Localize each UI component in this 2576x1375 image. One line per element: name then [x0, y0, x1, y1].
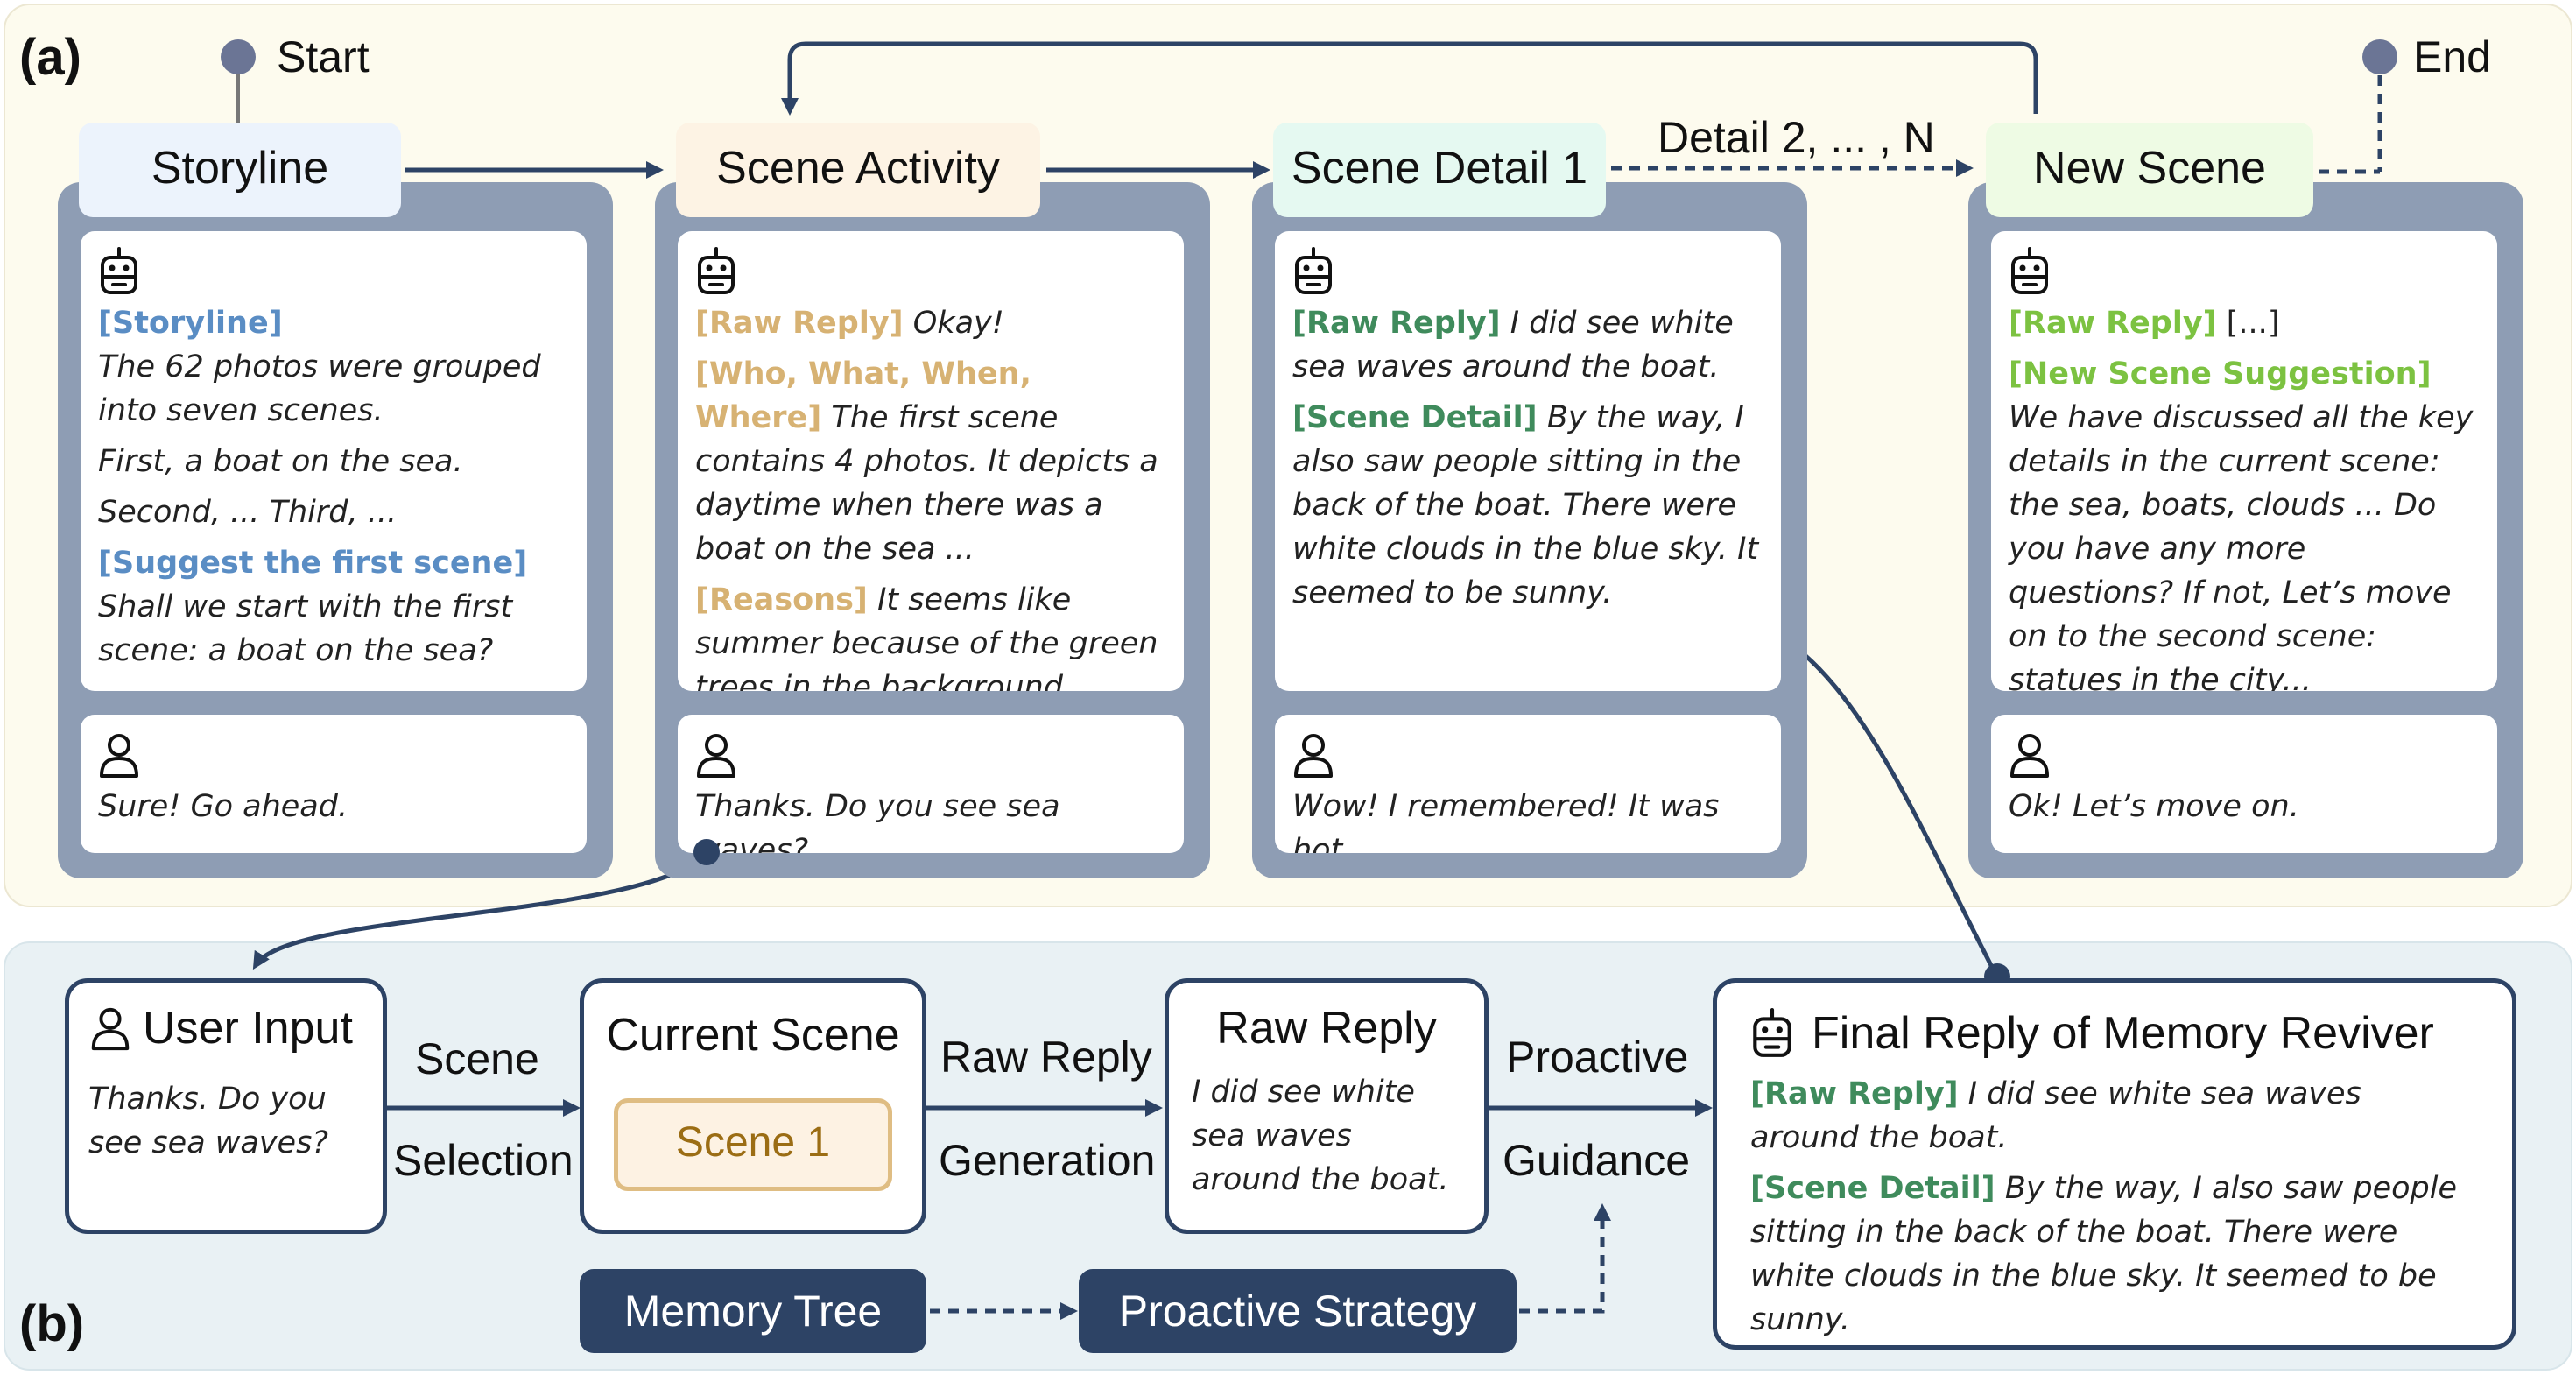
activity-title: Scene Activity: [676, 123, 1040, 217]
scene-selection-line1: Scene: [415, 1034, 539, 1083]
scene-detail-tag: [Scene Detail]: [1292, 400, 1538, 435]
proactive-guidance-line1: Proactive: [1506, 1033, 1689, 1082]
raw-reply-generation-line2: Generation: [939, 1136, 1156, 1185]
robot-icon: [695, 247, 737, 296]
detail-bot-card: [Raw Reply] I did see white sea waves ar…: [1275, 231, 1781, 691]
suggest-text: Shall we start with the first scene: a b…: [98, 589, 513, 668]
end-label: End: [2413, 32, 2491, 81]
end-dot: [2362, 39, 2397, 74]
storyline-title: Storyline: [79, 123, 401, 217]
scene-detail-tag: [Scene Detail]: [1750, 1171, 1995, 1206]
storyline-user-card: Sure! Go ahead.: [81, 715, 587, 853]
storyline-bot-card: [Storyline] The 62 photos were grouped i…: [81, 231, 587, 691]
raw-reply-title: Raw Reply: [1216, 1003, 1437, 1054]
reasons-text: It seems like summer because of the gree…: [695, 582, 1158, 691]
raw-reply-tag: [Raw Reply]: [695, 306, 904, 341]
raw-reply-text: I did see white sea waves around the boa…: [1192, 1075, 1449, 1197]
newscene-user-text: Ok! Let’s move on.: [2009, 789, 2299, 824]
raw-reply-tag: [Raw Reply]: [1750, 1076, 1959, 1111]
scene-1-chip: Scene 1: [614, 1098, 892, 1191]
activity-bot-card: [Raw Reply] Okay! [Who, What, When, Wher…: [678, 231, 1184, 691]
user-icon: [2009, 730, 2051, 779]
final-reply-title: Final Reply of Memory Reviver: [1812, 1008, 2434, 1059]
suggest-tag: [Suggest the first scene]: [98, 546, 528, 581]
current-scene-title: Current Scene: [606, 1010, 900, 1061]
scene-detail-text: By the way, I also saw people sitting in…: [1750, 1171, 2458, 1337]
user-input-text: Thanks. Do you see sea waves?: [88, 1082, 328, 1160]
storyline-user-text: Sure! Go ahead.: [98, 789, 348, 824]
storyline-second: Second, ... Third, ...: [98, 495, 398, 530]
user-icon: [695, 730, 737, 779]
panel-label-a: (a): [19, 29, 81, 86]
raw-reply-text: Okay!: [912, 306, 1004, 341]
raw-reply-text: [...]: [2226, 306, 2280, 341]
proactive-strategy-box: Proactive Strategy: [1079, 1269, 1517, 1353]
robot-icon: [98, 247, 140, 296]
user-input-box: User Input Thanks. Do you see sea waves?: [65, 978, 387, 1234]
detail-user-text: Wow! I remembered! It was hot...: [1292, 789, 1720, 853]
raw-reply-tag: [Raw Reply]: [1292, 306, 1501, 341]
newscene-bot-card: [Raw Reply] [...] [New Scene Suggestion]…: [1991, 231, 2497, 691]
user-input-title: User Input: [143, 1003, 353, 1054]
start-label: Start: [277, 32, 370, 81]
robot-icon: [1750, 1008, 1794, 1059]
newscene-title: New Scene: [1986, 123, 2313, 217]
user-icon: [98, 730, 140, 779]
scene-selection-line2: Selection: [393, 1136, 574, 1185]
proactive-guidance-line2: Guidance: [1503, 1136, 1691, 1185]
panel-label-b: (b): [19, 1295, 85, 1352]
raw-reply-box: Raw Reply I did see white sea waves arou…: [1165, 978, 1489, 1234]
raw-reply-text: I did see white sea waves around the boa…: [1750, 1076, 2361, 1155]
newscene-user-card: Ok! Let’s move on.: [1991, 715, 2497, 853]
raw-reply-generation-line1: Raw Reply: [940, 1033, 1152, 1082]
detail-loop-label: Detail 2, ... , N: [1658, 113, 1935, 162]
final-reply-box: Final Reply of Memory Reviver [Raw Reply…: [1713, 978, 2516, 1350]
user-icon: [1292, 730, 1334, 779]
storyline-tag: [Storyline]: [98, 306, 283, 341]
memory-tree-box: Memory Tree: [580, 1269, 926, 1353]
www-text: The first scene contains 4 photos. It de…: [695, 400, 1158, 567]
reasons-tag: [Reasons]: [695, 582, 868, 617]
robot-icon: [2009, 247, 2051, 296]
raw-reply-tag: [Raw Reply]: [2009, 306, 2217, 341]
user-icon: [88, 1005, 132, 1052]
raw-reply-text: I did see white sea waves around the boa…: [1292, 306, 1734, 384]
scene-detail-text: By the way, I also saw people sitting in…: [1292, 400, 1759, 610]
storyline-text: The 62 photos were grouped into seven sc…: [98, 349, 541, 428]
detail-user-card: Wow! I remembered! It was hot...: [1275, 715, 1781, 853]
robot-icon: [1292, 247, 1334, 296]
current-scene-box: Current Scene Scene 1: [580, 978, 926, 1234]
activity-user-text: Thanks. Do you see sea waves?: [695, 789, 1060, 853]
activity-user-card: Thanks. Do you see sea waves?: [678, 715, 1184, 853]
start-dot: [221, 39, 256, 74]
user-reply-dot: [693, 839, 720, 865]
new-scene-text: We have discussed all the key details in…: [2009, 400, 2474, 691]
new-scene-tag: [New Scene Suggestion]: [2009, 356, 2432, 391]
www-tag: [Who, What, When, Where]: [695, 356, 1031, 435]
storyline-first: First, a boat on the sea.: [98, 444, 463, 479]
detail-title: Scene Detail 1: [1273, 123, 1606, 217]
